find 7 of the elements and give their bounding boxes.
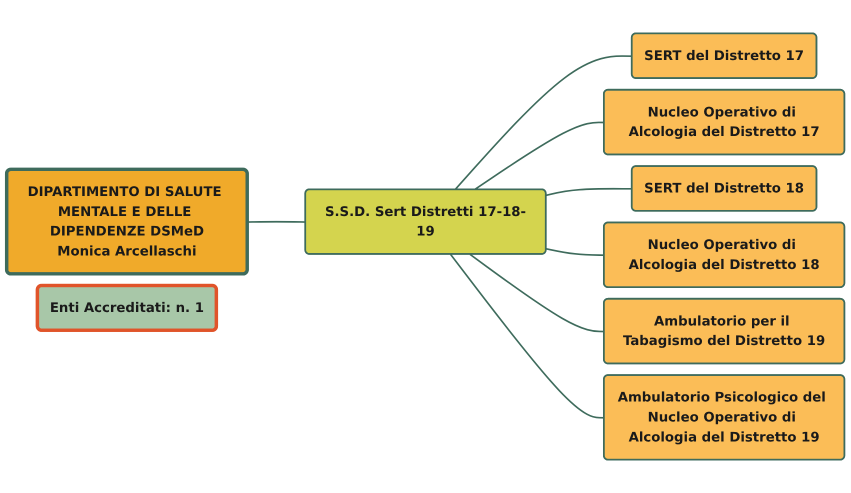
connector — [546, 188, 632, 196]
connector — [450, 254, 604, 419]
connector — [454, 55, 632, 190]
connector — [470, 254, 604, 332]
connector — [474, 122, 604, 190]
connector — [248, 220, 306, 223]
connector — [546, 248, 604, 256]
